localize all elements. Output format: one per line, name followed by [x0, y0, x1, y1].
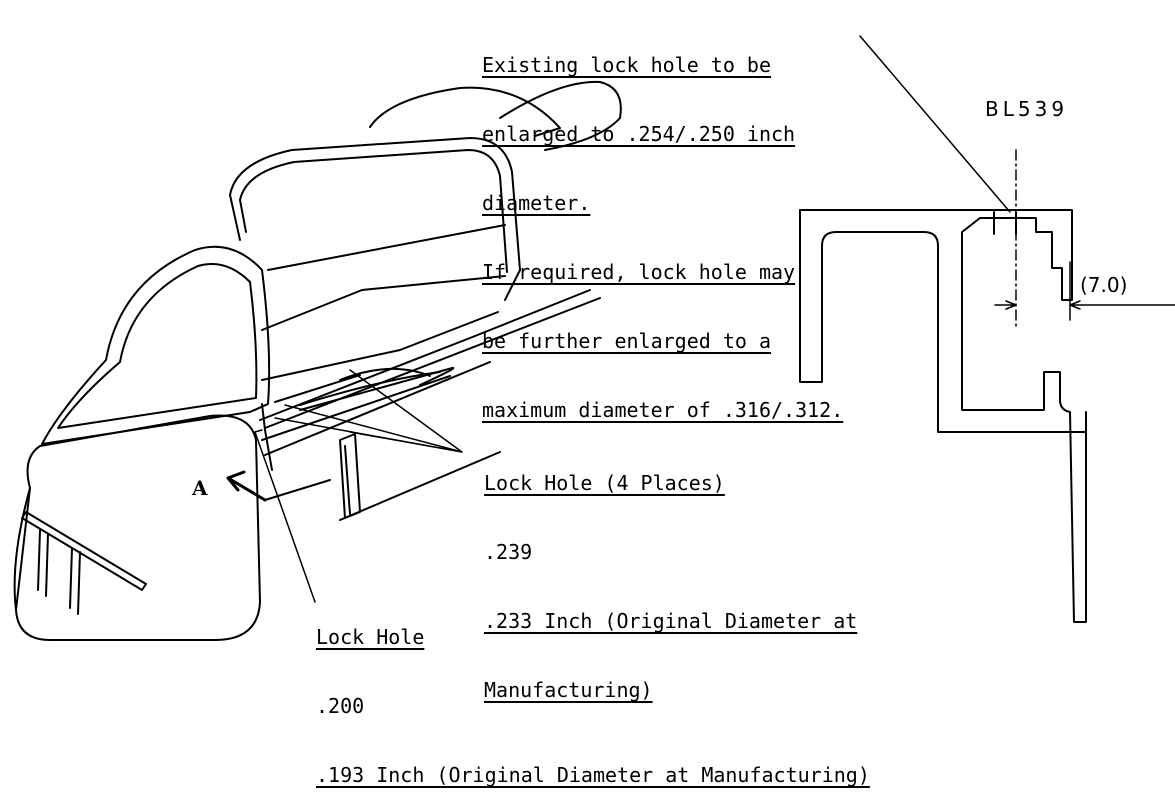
existing-hole-line-2: enlarged to .254/.250 inch: [482, 122, 796, 146]
fuselage-rail-upper: [259, 289, 591, 421]
fuselage-nose-face: [15, 414, 261, 641]
nose-hinge-strip: [21, 511, 147, 591]
existing-hole-line-6: maximum diameter of .316/.312.: [482, 398, 844, 422]
leader-existing-hole: [859, 35, 1011, 213]
lock-hole-4-lower: .233 Inch (Original Diameter at: [484, 609, 858, 633]
dimension-arrow: [994, 300, 1017, 310]
leader-lock-hole-1: [254, 431, 316, 603]
view-a-label: A: [192, 476, 208, 500]
existing-hole-line-5: be further enlarged to a: [482, 329, 771, 353]
existing-hole-line-1: Existing lock hole to be: [482, 53, 771, 77]
windshield-bubble: [41, 245, 271, 445]
lock-hole-1-lower: .193 Inch (Original Diameter at Manufact…: [316, 763, 870, 787]
bl539-label: BL539: [985, 97, 1069, 121]
existing-hole-note: Existing lock hole to be enlarged to .25…: [482, 8, 843, 445]
lock-hole-1-upper: .200: [316, 694, 365, 718]
dimension-label: (7.0): [1080, 273, 1128, 297]
section-outer-profile: [799, 209, 1087, 623]
section-detail: [799, 149, 1175, 623]
existing-hole-line-3: diameter.: [482, 191, 591, 215]
leader-lines: [254, 35, 1011, 603]
lock-hole-1-note: Lock Hole .200 .193 Inch (Original Diame…: [316, 580, 870, 810]
view-a-arrow: [226, 470, 267, 502]
leader-lock-hole-4: [274, 369, 463, 453]
lock-hole-4-upper: .239: [484, 540, 533, 564]
fuselage-drawing: [13, 80, 622, 641]
aircraft-fuselage-diagram: [13, 35, 1175, 641]
existing-hole-line-4: If required, lock hole may: [482, 260, 796, 284]
canopy-frame: [229, 137, 521, 301]
lock-hole-1-title: Lock Hole: [316, 625, 425, 649]
lock-hole-4-title: Lock Hole (4 Places): [484, 471, 725, 495]
